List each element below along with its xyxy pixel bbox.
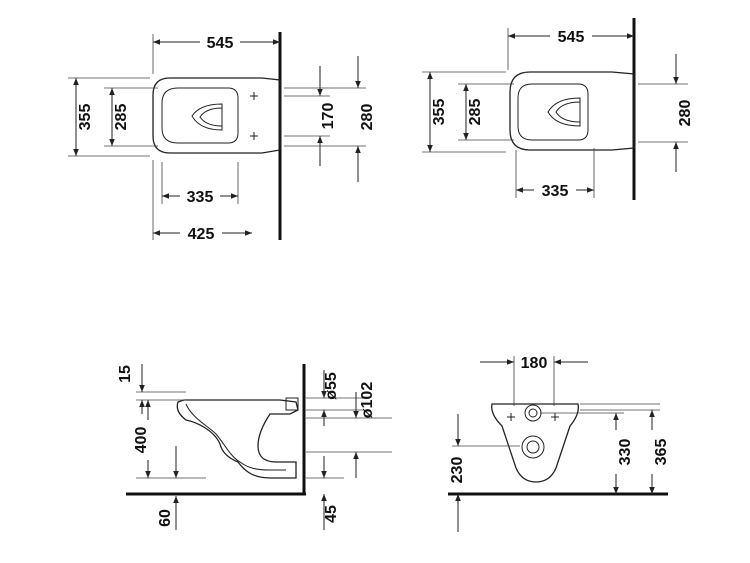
dim-fix-spacing-label: 170 <box>320 103 337 130</box>
top-view-left: 545 355 285 170 280 335 425 <box>68 32 376 243</box>
dim-width-label: 545 <box>558 29 585 46</box>
dim-bowl-outer-label: 425 <box>188 226 215 243</box>
outlet-flange <box>285 397 299 411</box>
dim-width-label: 545 <box>207 35 234 52</box>
dim-fix-height-label: 280 <box>359 104 376 131</box>
side-view: 15 400 60 ø55 ø102 45 <box>117 364 392 530</box>
inlet-hole <box>524 404 542 422</box>
flush-outlet <box>191 103 223 131</box>
dim-low-label: 230 <box>449 457 466 484</box>
seat-opening <box>517 83 589 141</box>
fixing-mark-left <box>507 413 515 421</box>
top-view-right: 545 355 285 280 335 <box>422 18 694 200</box>
outlet-hole <box>521 435 545 459</box>
dim-height-label: 400 <box>133 427 150 454</box>
dim-outlet-small-label: ø55 <box>323 372 340 400</box>
bowl-outline <box>152 77 281 154</box>
dim-outlet-large-label: ø102 <box>359 382 376 419</box>
fixing-mark-upper <box>250 92 258 100</box>
bowl-profile <box>176 399 299 479</box>
dim-bowl-inner-label: 335 <box>542 183 569 200</box>
dim-width-label: 180 <box>521 355 548 372</box>
inlet-hole-inner <box>528 408 538 418</box>
dim-floor-gap-label: 60 <box>157 509 174 527</box>
outlet-hole-inner <box>526 440 540 454</box>
dim-depth-inner-label: 285 <box>113 104 130 131</box>
dim-fix-height-label: 280 <box>677 100 694 127</box>
fixing-mark-right <box>551 413 559 421</box>
dim-mid-label: 330 <box>617 439 634 466</box>
dim-high-label: 365 <box>653 439 670 466</box>
seat-opening <box>161 87 239 144</box>
rear-bowl-outline <box>491 403 579 483</box>
fixing-mark-lower <box>250 132 258 140</box>
dim-bowl-inner-label: 335 <box>187 189 214 206</box>
bowl-outline <box>509 71 635 151</box>
dim-depth-outer-label: 355 <box>431 99 448 126</box>
dim-depth-outer-label: 355 <box>77 104 94 131</box>
dim-top-gap-label: 15 <box>117 365 134 383</box>
dim-bottom-gap-label: 45 <box>323 505 340 523</box>
flush-outlet <box>547 97 581 127</box>
bowl-inner-profile <box>185 403 286 471</box>
rear-view: 180 230 330 365 <box>448 355 670 532</box>
dim-depth-inner-label: 285 <box>467 99 484 126</box>
